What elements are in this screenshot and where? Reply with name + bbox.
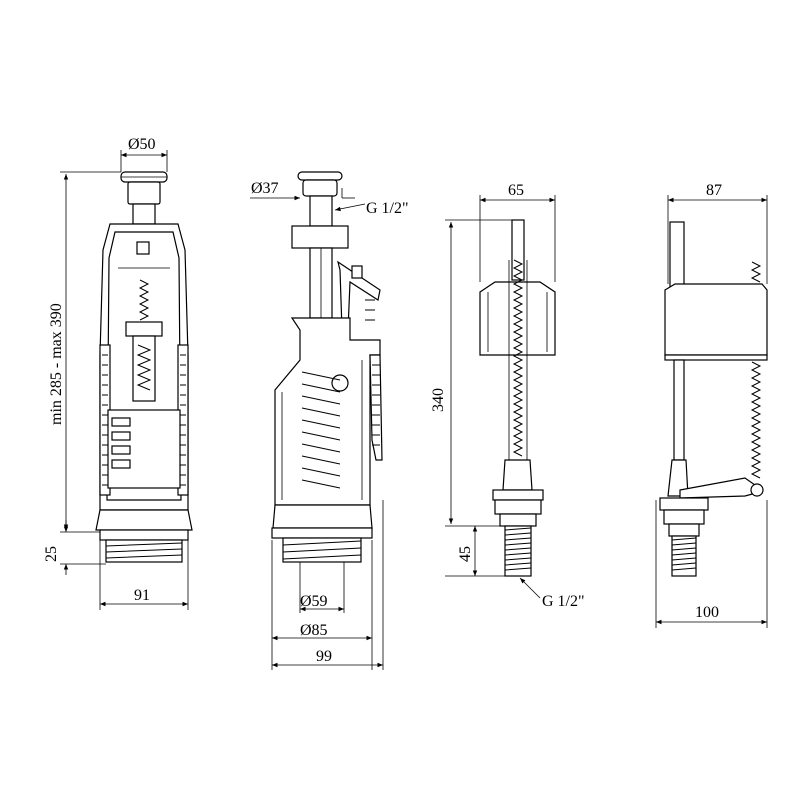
label-flush-side-width: 99 [316,648,332,665]
label-flush-width: 91 [134,587,150,604]
label-button-diameter: Ø37 [251,180,279,197]
label-fill-valve-thread-length: 45 [457,546,474,562]
label-seal-outer-diameter: Ø85 [300,622,328,639]
label-flush-height-range: min 285 - max 390 [48,303,65,425]
label-flush-button-diameter: Ø50 [128,136,156,153]
fill-valve-side-view: 87 100 [655,182,768,628]
label-flush-outlet-height: 25 [43,546,60,562]
label-fill-valve-side-width: 100 [695,604,719,621]
label-fill-valve-height: 340 [430,388,447,412]
flush-valve-side-view: Ø37 G 1/2" Ø59 Ø85 99 [250,171,409,670]
label-fill-valve-thread: G 1/2" [542,593,585,610]
label-seal-inner-diameter: Ø59 [300,593,328,610]
flush-valve-front-view: Ø50 min 285 - max 390 25 91 [43,136,193,610]
fill-valve-front-view: 65 340 45 G 1/2" [430,182,585,610]
label-fill-valve-side-top-width: 87 [706,182,722,199]
label-fill-valve-float-width: 65 [508,182,524,199]
label-flush-thread: G 1/2" [366,200,409,217]
